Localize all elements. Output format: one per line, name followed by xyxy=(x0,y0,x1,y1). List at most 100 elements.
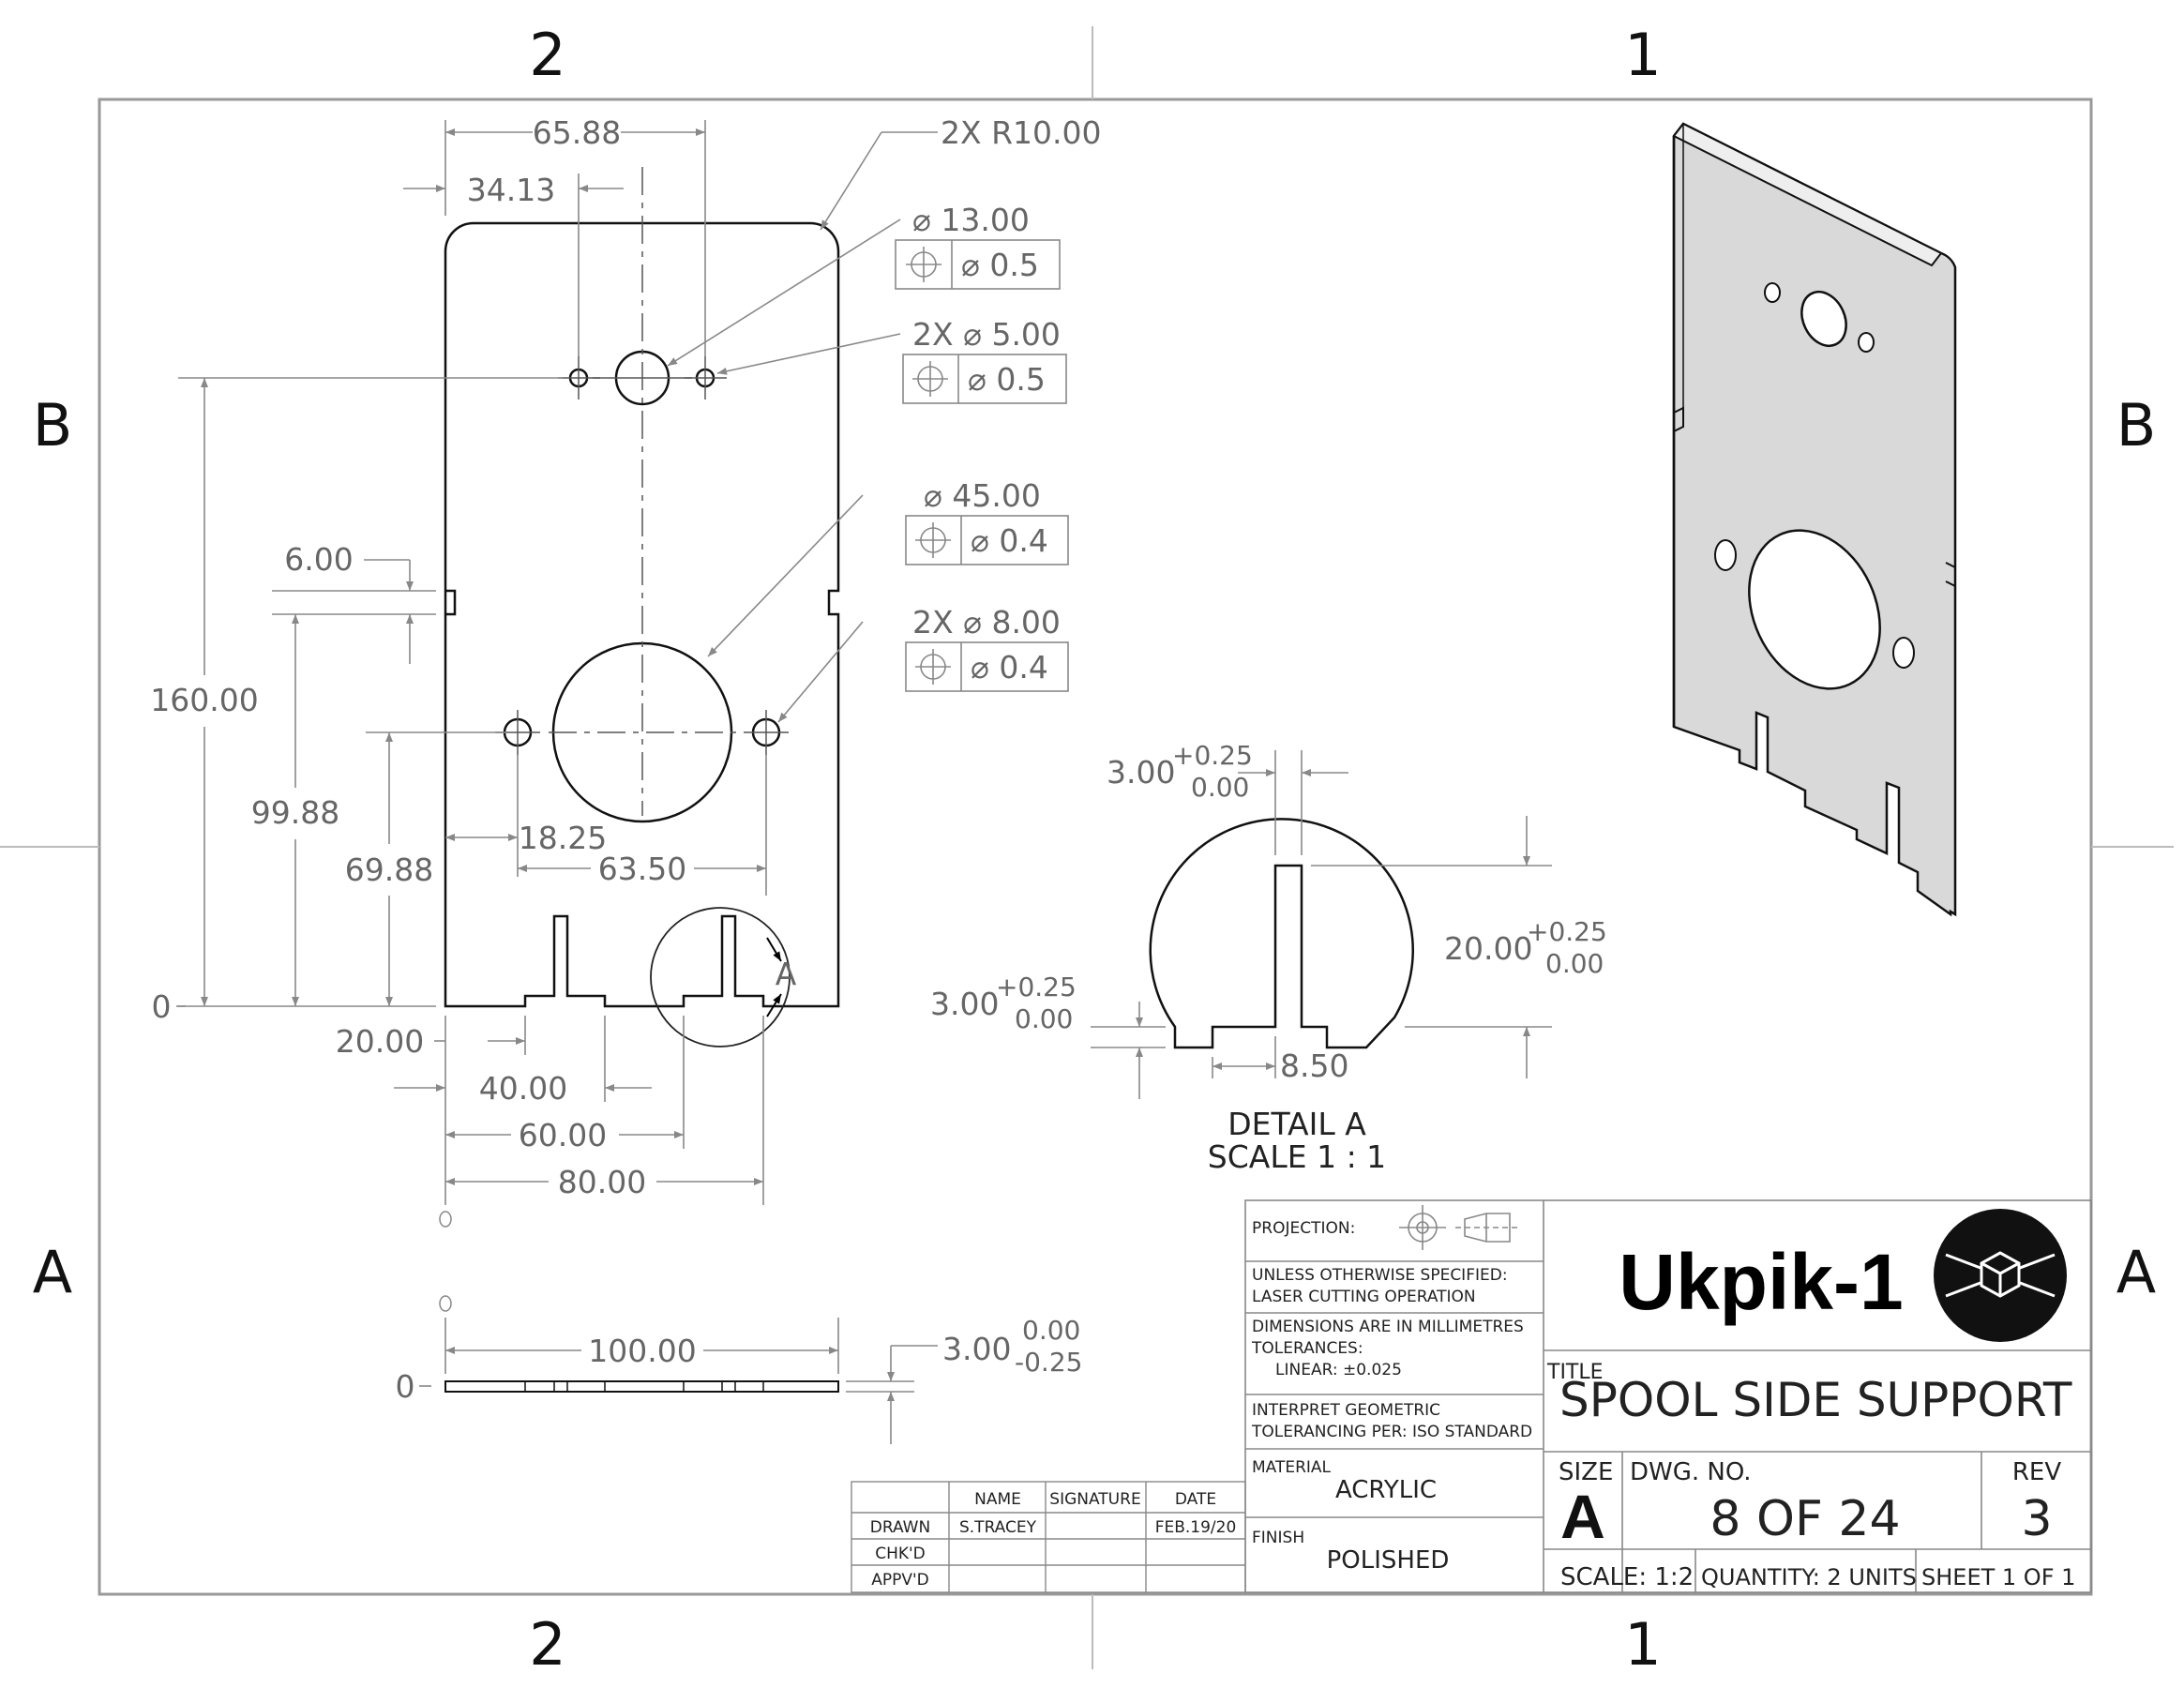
signoff-header-signature: SIGNATURE xyxy=(1049,1490,1140,1509)
fcf-hole-8-value: ⌀ 0.4 xyxy=(971,649,1048,686)
dim-65-88: 65.88 xyxy=(533,114,621,151)
dim-100: 100.00 xyxy=(588,1333,696,1369)
dim-160: 160.00 xyxy=(150,682,258,718)
isometric-view xyxy=(1672,122,1957,917)
detail-a-marker: A xyxy=(776,956,797,992)
callout-radius: 2X R10.00 xyxy=(941,114,1102,151)
finish-label: FINISH xyxy=(1252,1529,1304,1547)
drawing-title: SPOOL SIDE SUPPORT xyxy=(1559,1373,2072,1427)
fcf-hole-45-value: ⌀ 0.4 xyxy=(971,522,1048,559)
position-icon xyxy=(906,247,941,282)
size-label: SIZE xyxy=(1559,1458,1613,1486)
title-block-frame xyxy=(1244,1199,2092,1593)
fcf-hole-45 xyxy=(905,515,1069,565)
sheet-text: SHEET 1 OF 1 xyxy=(1921,1564,2075,1590)
note-unless-2: LASER CUTTING OPERATION xyxy=(1252,1288,1476,1306)
zone-left-a: A xyxy=(33,1238,72,1306)
fcf-hole-8 xyxy=(905,641,1069,692)
signoff-name: S.TRACEY xyxy=(959,1518,1037,1537)
rev-value: 3 xyxy=(2021,1491,2052,1547)
position-icon xyxy=(915,649,951,685)
detail-slot-width: 3.00 xyxy=(1107,754,1175,791)
signoff-table xyxy=(851,1481,1246,1593)
brand-name: Ukpik-1 xyxy=(1619,1238,1903,1326)
title-label: TITLE xyxy=(1546,1361,1604,1384)
detail-a-arrow-bottom xyxy=(766,993,782,1017)
callout-hole-8: 2X ⌀ 8.00 xyxy=(912,604,1061,641)
projection-symbol-icon xyxy=(1399,1205,1519,1250)
callout-hole-13: ⌀ 13.00 xyxy=(912,202,1030,238)
detail-slot-depth-tol-upper: +0.25 xyxy=(1527,916,1607,947)
dim-80: 80.00 xyxy=(558,1164,646,1200)
dim-34-13: 34.13 xyxy=(467,172,555,208)
detail-slot-width-tol-upper: +0.25 xyxy=(1172,740,1253,771)
signoff-header-date: DATE xyxy=(1175,1490,1216,1509)
dim-zero-front: 0 xyxy=(152,988,172,1025)
signoff-header-name: NAME xyxy=(974,1490,1021,1509)
zone-left-b: B xyxy=(33,391,73,460)
dwg-number: 8 OF 24 xyxy=(1710,1491,1900,1547)
dim-60: 60.00 xyxy=(519,1117,607,1153)
zone-bottom-left: 2 xyxy=(529,1610,565,1679)
finish-value: POLISHED xyxy=(1327,1546,1450,1575)
detail-title: DETAIL A xyxy=(1228,1106,1366,1142)
signoff-date: FEB.19/20 xyxy=(1155,1518,1237,1537)
sheet-border xyxy=(0,26,2174,1669)
detail-a-view xyxy=(1091,750,1552,1099)
detail-a-arrow-top xyxy=(766,937,782,962)
front-view-dimension-lines xyxy=(178,120,938,1205)
dwg-label: DWG. NO. xyxy=(1630,1458,1752,1486)
zone-right-a: A xyxy=(2116,1238,2156,1306)
fcf-hole-13-value: ⌀ 0.5 xyxy=(961,247,1039,283)
fcf-hole-5 xyxy=(902,354,1067,404)
detail-slot-depth: 20.00 xyxy=(1444,930,1532,967)
signoff-role: DRAWN xyxy=(870,1518,930,1537)
projection-label: PROJECTION: xyxy=(1252,1219,1355,1238)
dim-99-88: 99.88 xyxy=(251,794,339,831)
fcf-hole-5-value: ⌀ 0.5 xyxy=(968,361,1046,398)
dim-20: 20.00 xyxy=(336,1023,424,1060)
detail-step-height: 3.00 xyxy=(930,986,999,1022)
position-icon xyxy=(915,522,951,558)
dim-6: 6.00 xyxy=(284,541,353,578)
zone-top-left: 2 xyxy=(529,21,565,89)
detail-slot-width-tol-lower: 0.00 xyxy=(1191,772,1249,803)
size-value: A xyxy=(1560,1482,1605,1551)
note-unless-1: UNLESS OTHERWISE SPECIFIED: xyxy=(1252,1266,1508,1285)
note-interpret-1: INTERPRET GEOMETRIC xyxy=(1252,1401,1440,1420)
detail-scale: SCALE 1 : 1 xyxy=(1208,1138,1386,1175)
scale-text: SCALE: 1:2 xyxy=(1560,1563,1694,1591)
dim-thickness-tol-lower: -0.25 xyxy=(1015,1347,1082,1378)
rev-label: REV xyxy=(2012,1458,2061,1486)
material-label: MATERIAL xyxy=(1252,1458,1332,1477)
zone-right-b: B xyxy=(2116,391,2157,460)
material-value: ACRYLIC xyxy=(1335,1476,1437,1504)
dim-zero-bottom: 0 xyxy=(396,1368,415,1405)
signoff-role: CHK'D xyxy=(875,1545,926,1563)
quantity-text: QUANTITY: 2 UNITS xyxy=(1701,1564,1917,1590)
dim-18-25: 18.25 xyxy=(519,820,607,856)
zone-top-right: 1 xyxy=(1624,21,1661,89)
note-interpret-2: TOLERANCING PER: ISO STANDARD xyxy=(1251,1423,1532,1441)
detail-step-height-tol-upper: +0.25 xyxy=(996,972,1077,1002)
fcf-hole-13 xyxy=(895,239,1061,290)
dim-thickness: 3.00 xyxy=(942,1331,1011,1367)
detail-slot-depth-tol-lower: 0.00 xyxy=(1545,948,1604,979)
brand-logo xyxy=(1934,1209,2067,1342)
callout-hole-45: ⌀ 45.00 xyxy=(924,477,1041,514)
dim-40: 40.00 xyxy=(479,1070,567,1107)
detail-step-width: 8.50 xyxy=(1280,1047,1348,1084)
signoff-role: APPV'D xyxy=(871,1571,929,1590)
zone-bottom-right: 1 xyxy=(1624,1610,1661,1679)
dim-69-88: 69.88 xyxy=(345,852,433,888)
note-dims-3: LINEAR: ±0.025 xyxy=(1275,1361,1402,1379)
detail-a-circle xyxy=(650,907,791,1047)
callout-hole-5: 2X ⌀ 5.00 xyxy=(912,316,1061,353)
note-dims-1: DIMENSIONS ARE IN MILLIMETRES xyxy=(1252,1318,1524,1336)
position-icon xyxy=(912,361,948,397)
detail-step-height-tol-lower: 0.00 xyxy=(1015,1003,1073,1034)
front-view-centerlines xyxy=(495,167,789,816)
dim-63-50: 63.50 xyxy=(598,851,686,887)
note-dims-2: TOLERANCES: xyxy=(1251,1339,1363,1358)
